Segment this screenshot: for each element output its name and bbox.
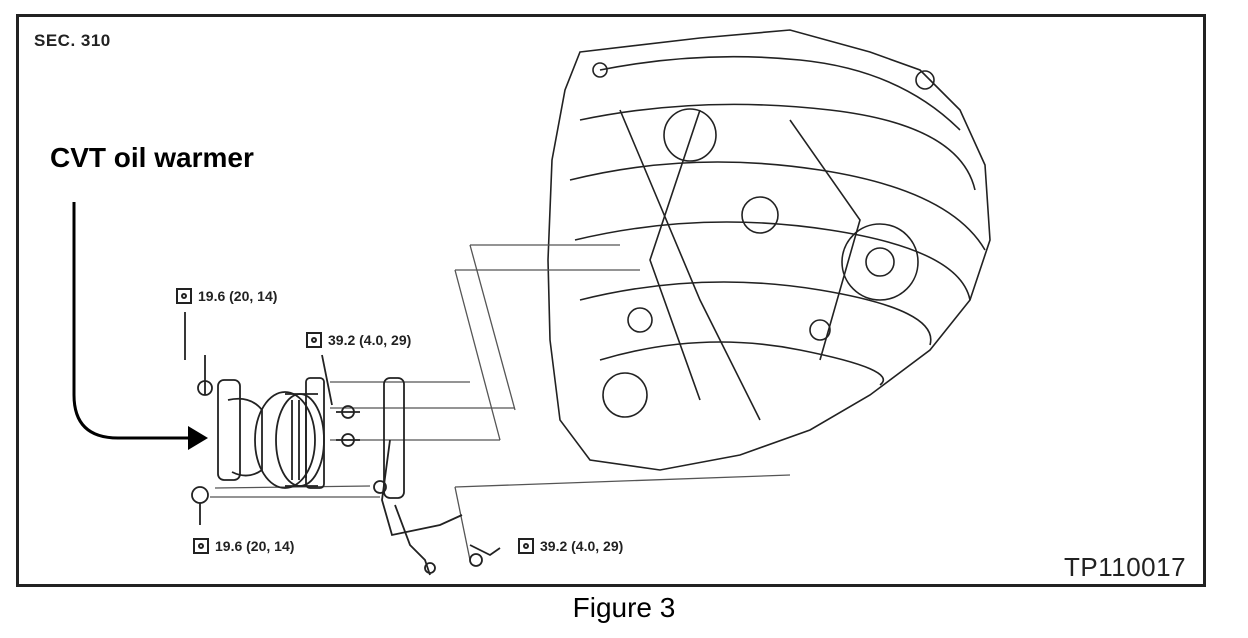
torque-spec: 39.2 (4.0, 29) <box>306 332 411 348</box>
figure-caption: Figure 3 <box>572 592 676 623</box>
drawing-code: TP110017 <box>1064 552 1187 582</box>
torque-wrench-icon <box>193 538 209 554</box>
transmission-housing <box>547 29 991 471</box>
torque-spec-value: 19.6 (20, 14) <box>215 538 295 554</box>
torque-spec: 39.2 (4.0, 29) <box>518 538 623 554</box>
exploded-view-lines <box>210 244 791 561</box>
torque-spec-value: 39.2 (4.0, 29) <box>328 332 412 348</box>
torque-spec-value: 19.6 (20, 14) <box>198 288 278 304</box>
section-label: SEC. 310 <box>34 31 111 50</box>
torque-spec: 19.6 (20, 14) <box>193 538 294 554</box>
figure-frame <box>16 14 1206 587</box>
callout-arrow <box>72 202 208 450</box>
torque-spec-value: 39.2 (4.0, 29) <box>540 538 624 554</box>
torque-wrench-icon <box>176 288 192 304</box>
callout-label: CVT oil warmer <box>50 142 254 173</box>
cvt-oil-warmer-assembly <box>184 312 501 576</box>
torque-spec: 19.6 (20, 14) <box>176 288 277 304</box>
torque-wrench-icon <box>306 332 322 348</box>
torque-wrench-icon <box>518 538 534 554</box>
